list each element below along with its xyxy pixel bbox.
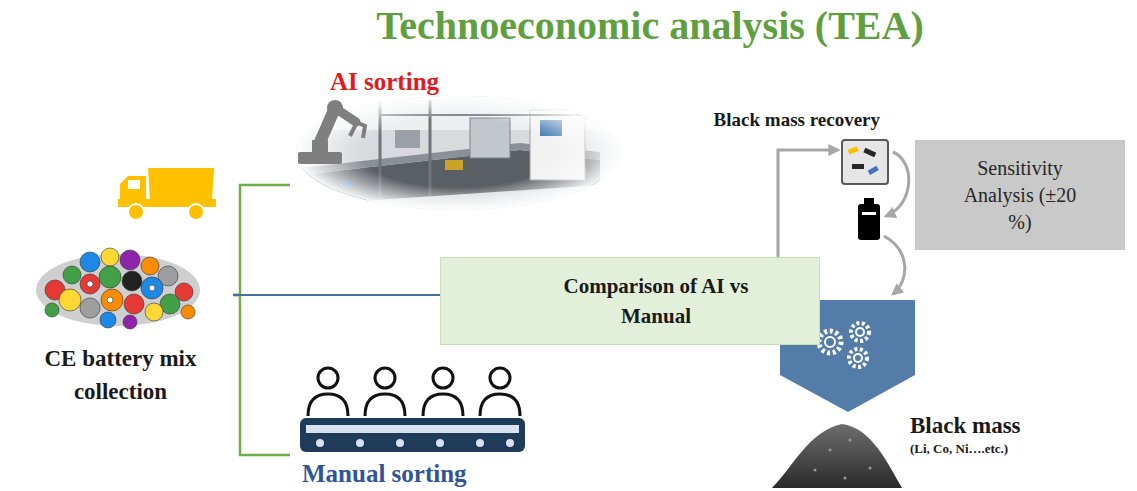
sorting-plant-photo [290, 90, 630, 220]
collection-group: CE battery mix collection [8, 240, 233, 420]
battery-pile [36, 248, 200, 329]
truck-icon [118, 168, 216, 220]
title-text: Technoeconomic analysis (TEA) [300, 2, 1000, 50]
node-label: AI sorting [330, 68, 439, 96]
node-label: Black mass [910, 412, 1056, 440]
conveyor-belt [300, 418, 525, 452]
node-label: Black mass recovery [714, 108, 880, 132]
black-mass-label-group: Black mass(Li, Co, Ni….etc.) [906, 412, 1056, 468]
node-sublabel: (Li, Co, Ni….etc.) [910, 440, 1056, 458]
battery-icon [858, 198, 880, 240]
workers-icon [308, 368, 520, 416]
ai-sorting-group: AI sorting [290, 68, 625, 218]
shredder-icon [842, 140, 888, 184]
node-label: Manual sorting [302, 460, 467, 488]
node-label: Comparison of AI vs Manual [536, 271, 776, 331]
node-label: Sensitivity Analysis (±20 %) [955, 155, 1085, 236]
robot-arm-icon [298, 100, 365, 164]
comparison-box: Comparison of AI vs Manual [440, 257, 820, 345]
sensitivity-box: Sensitivity Analysis (±20 %) [915, 140, 1125, 250]
recovery-icon-box: Black mass recovery [838, 136, 892, 186]
black-mass-pile [772, 424, 902, 488]
blue-connector [233, 294, 440, 296]
grey-arrow [778, 150, 838, 257]
flow-arrow [884, 236, 905, 294]
node-label: CE battery mix collection [8, 342, 233, 408]
green-bracket [233, 295, 290, 455]
manual-sorting-group: Manual sorting [290, 360, 530, 488]
green-bracket [233, 185, 290, 295]
flow-arrow [886, 152, 909, 216]
